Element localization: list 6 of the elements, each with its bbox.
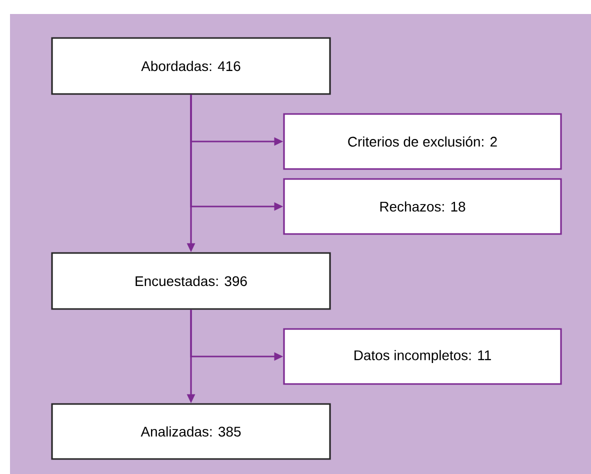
process-box: Analizadas: 385 (51, 403, 331, 460)
process-box: Datos incompletos: 11 (283, 328, 562, 385)
process-box: Criterios de exclusión: 2 (283, 113, 562, 170)
process-box: Encuestadas: 396 (51, 252, 331, 310)
process-box: Rechazos: 18 (283, 178, 562, 235)
process-box: Abordadas: 416 (51, 37, 331, 95)
